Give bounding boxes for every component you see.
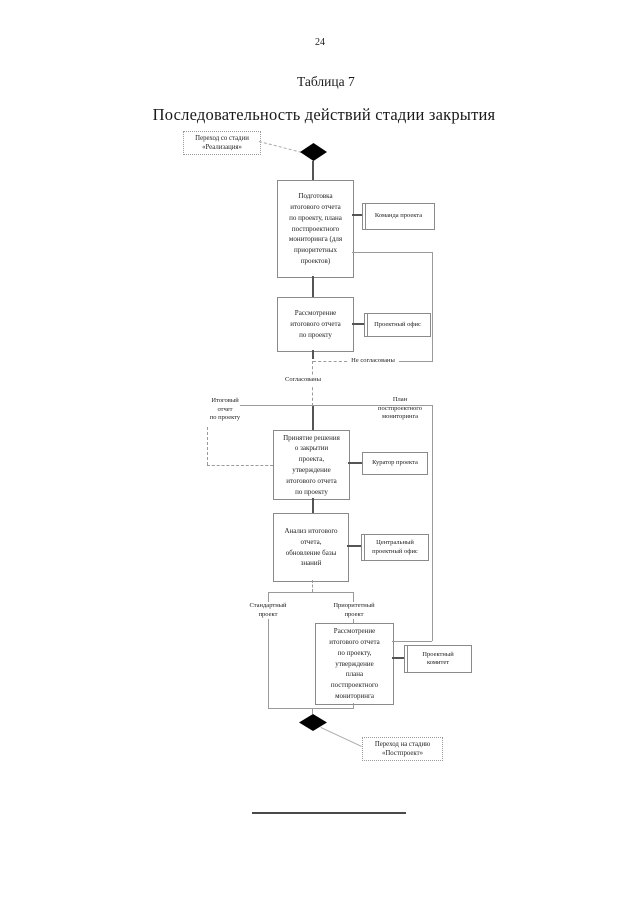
- step-analyze-report: Анализ итогового отчета, обновление базы…: [273, 513, 349, 582]
- actor-connector: [352, 214, 362, 216]
- merge-line: [353, 703, 354, 708]
- page-title: Последовательность действий стадии закры…: [152, 105, 496, 124]
- label-not-agreed: Не согласованы: [351, 357, 395, 364]
- priority-branch-line: [353, 619, 354, 623]
- start-connector-line: [258, 141, 302, 153]
- split-line: [268, 592, 354, 593]
- table-caption: Таблица 7: [297, 74, 355, 89]
- actor-central-project-office: Центральный проектный офис: [361, 534, 429, 561]
- step-closing-decision: Принятие решения о закрытии проекта, утв…: [273, 430, 350, 500]
- flow-line: [312, 498, 314, 513]
- flow-line: [312, 406, 314, 430]
- step-prepare-report: Подготовка итогового отчета по проекту, …: [277, 180, 354, 278]
- end-connector-line: [320, 727, 362, 747]
- step-approve-plan: Рассмотрение итогового отчета по проекту…: [315, 623, 394, 705]
- actor-project-curator: Куратор проекта: [362, 452, 428, 475]
- report-doc-line: [207, 465, 273, 466]
- branch-line-dashed: [313, 361, 347, 362]
- step-review-report: Рассмотрение итогового отчета по проекту: [277, 297, 354, 352]
- flow-line: [312, 161, 314, 180]
- priority-branch-line: [353, 592, 354, 602]
- label-priority-project: Приоритетный проект: [333, 602, 375, 618]
- feedback-line-top: [352, 252, 433, 253]
- page-number: 24: [315, 37, 325, 48]
- actor-connector: [392, 657, 404, 659]
- standard-branch-line: [268, 592, 269, 602]
- actor-project-office: Проектный офис: [364, 313, 431, 337]
- branch-line: [399, 361, 432, 362]
- end-diamond: [299, 714, 327, 731]
- plan-doc-line-end: [392, 641, 432, 642]
- merge-line: [268, 708, 354, 709]
- actor-project-team: Команда проекта: [362, 203, 435, 230]
- standard-branch-line: [268, 619, 269, 708]
- start-node: Переход со стадии «Реализация»: [183, 131, 261, 155]
- label-standard-project: Стандартный проект: [249, 602, 287, 618]
- label-agreed: Согласованы: [281, 376, 325, 385]
- feedback-line-right: [432, 252, 433, 362]
- actor-connector: [352, 323, 364, 325]
- actor-connector: [348, 462, 362, 464]
- end-node: Переход на стадию «Постпроект»: [362, 737, 443, 761]
- plan-doc-line: [432, 406, 433, 641]
- documents-line: [240, 405, 433, 406]
- report-doc-line: [207, 427, 208, 465]
- actor-project-committee: Проектный комитет: [404, 645, 472, 673]
- flow-line: [312, 276, 314, 297]
- label-monitoring-plan: План постпроектного мониторинга: [378, 396, 422, 421]
- split-flow-line: [312, 580, 313, 592]
- start-diamond: [300, 143, 327, 161]
- footnote-rule: [252, 812, 406, 814]
- merge-line: [312, 708, 313, 714]
- flow-line: [312, 350, 314, 359]
- actor-connector: [347, 545, 361, 547]
- label-final-report: Итоговый отчет по проекту: [209, 397, 241, 422]
